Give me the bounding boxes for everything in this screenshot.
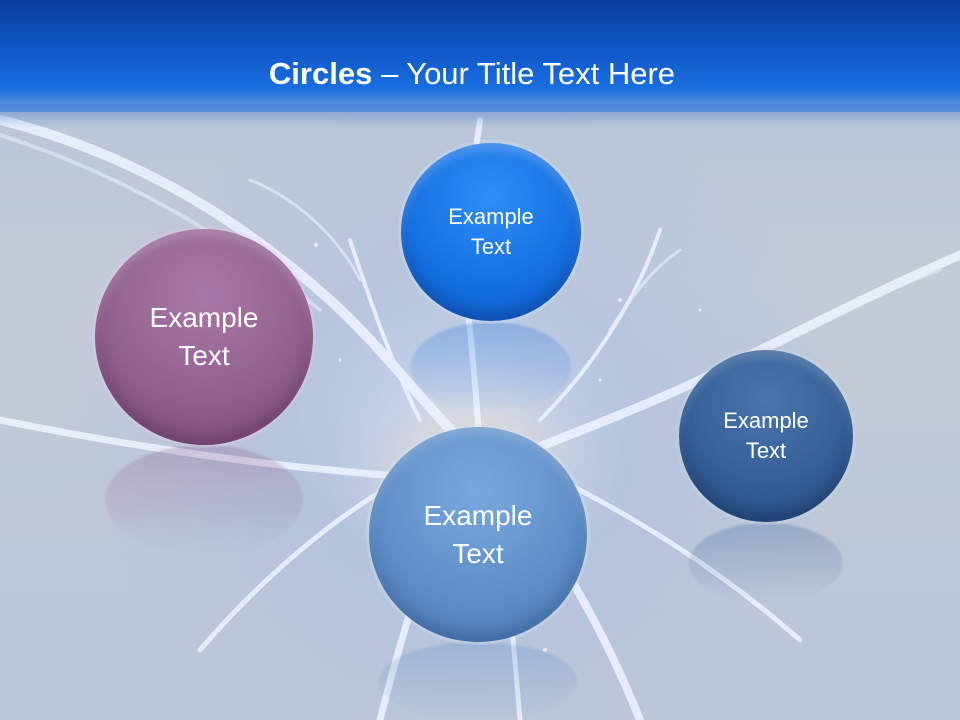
slide-title: Circles – Your Title Text Here (0, 52, 944, 96)
circle-reflection (411, 322, 571, 412)
circle-purple[interactable]: Example Text (95, 229, 313, 445)
circle-dark-blue[interactable]: Example Text (679, 350, 853, 522)
circle-text-line: Example (448, 204, 534, 230)
circle-text-line: Example (723, 408, 809, 434)
circle-text-line: Example (423, 499, 533, 531)
circle-text-line: Example (149, 302, 259, 334)
circle-text-line: Text (745, 438, 787, 463)
circle-text-line: Text (178, 340, 230, 371)
circle-text-line: Text (452, 537, 504, 569)
circle-bright-blue[interactable]: Example Text (401, 143, 581, 321)
circle-mid-blue[interactable]: Example Text (369, 427, 587, 642)
circle-reflection (689, 523, 843, 603)
circle-reflection (105, 445, 303, 555)
title-bar (0, 0, 960, 112)
slide-title-rest: – Your Title Text Here (372, 56, 676, 91)
slide-title-bold: Circles (268, 56, 373, 91)
title-bar-fade (0, 104, 960, 128)
circle-reflection (379, 642, 577, 720)
circle-text-line: Text (470, 234, 512, 259)
